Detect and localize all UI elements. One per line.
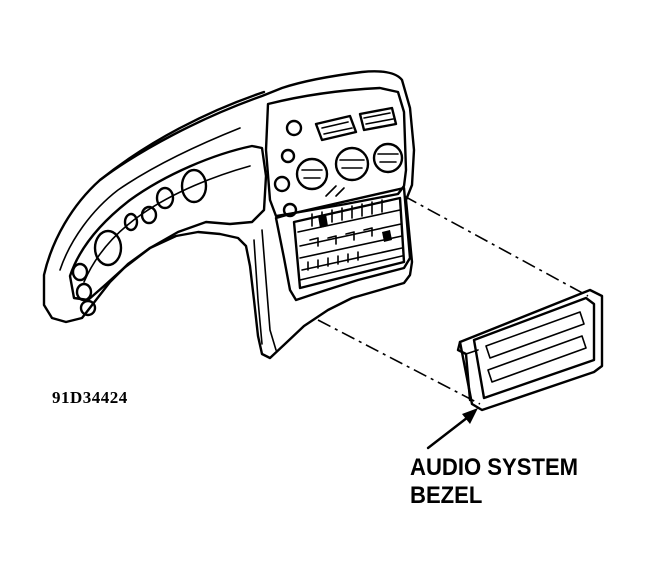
switch-knob-2 [75,282,93,302]
alignment-lines [317,195,589,405]
vent-left [314,114,358,142]
gauge-cluster [71,168,208,317]
gauge-small-2 [140,205,158,225]
audio-unit-face [292,196,406,290]
knob-bottom-left [282,202,298,218]
bezel-outer-frame [458,288,604,412]
callout-label: AUDIO SYSTEM BEZEL [410,454,578,510]
knob-top-left [285,119,303,137]
callout-arrow [426,408,478,450]
climate-dial-left [295,157,329,191]
gauge-small-3 [123,212,139,232]
instrument-panel [42,70,416,360]
gauge-large-left [93,229,123,267]
callout-line-1: AUDIO SYSTEM [410,454,579,481]
alignment-line-upper [403,195,589,297]
bezel-slot-lower [487,335,587,383]
audio-unit [292,196,406,290]
figure-code: 91D34424 [52,388,128,407]
knob-lower-left [273,175,291,193]
alignment-line-lower [317,319,481,405]
callout-line-2: BEZEL [410,482,483,509]
audio-bezel [456,288,604,412]
bezel-slot-upper [485,311,585,359]
center-vents [273,106,404,218]
arrow-icon [426,412,474,450]
vent-right [358,106,398,132]
gauge-large-right [180,168,208,204]
knob-mid-left [280,148,296,164]
climate-dial-center [334,146,370,182]
switch-knob-3 [79,299,97,317]
switch-knob-1 [71,262,89,282]
climate-dial-right [372,142,404,174]
gauge-small-1 [155,186,175,210]
bezel-inner-frame [472,296,596,400]
